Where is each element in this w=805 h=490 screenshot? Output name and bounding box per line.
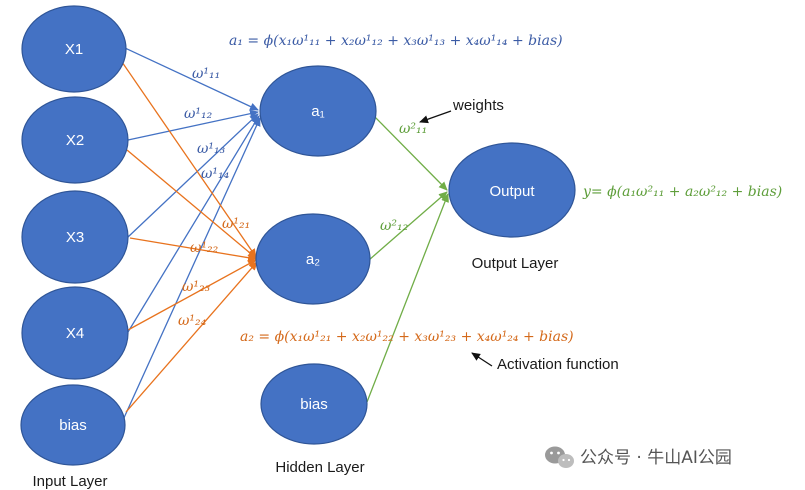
node-bias-input-label: bias	[59, 417, 87, 434]
node-a1-label: a₁	[311, 103, 324, 120]
annotation-weights-arrow	[419, 110, 452, 124]
edge-x2-a1	[127, 109, 259, 141]
edge-x2-a2	[126, 149, 257, 259]
node-x4-label: X4	[66, 325, 84, 342]
weight-w23-1: ω¹₂₃	[182, 279, 211, 295]
edge-a1-output	[372, 114, 448, 191]
weight-w21-1: ω¹₂₁	[222, 216, 250, 232]
annotation-activation: Activation function	[497, 356, 619, 373]
edge-x1-a1	[124, 47, 259, 111]
weight-labels: ω¹₁₁ ω¹₁₂ ω¹₁₃ ω¹₁₄ ω¹₂₁ ω¹₂₂ ω¹₂₃ ω¹₂₄ …	[178, 66, 427, 329]
edge-x1-a2	[121, 61, 257, 258]
weight-w24-1: ω¹₂₄	[178, 313, 207, 329]
equation-y: y= ϕ(a₁ω²₁₁ + a₂ω²₁₂ + bias)	[582, 184, 782, 200]
equation-a1: a₁ = ϕ(x₁ω¹₁₁ + x₂ω¹₁₂ + x₃ω¹₁₃ + x₄ω¹₁₄…	[229, 33, 563, 49]
node-bias-hidden: bias	[260, 363, 368, 445]
wechat-icon	[545, 446, 574, 468]
weight-w13-1: ω¹₁₃	[197, 141, 226, 157]
edges-to-output	[366, 114, 449, 403]
weight-w11-1: ω¹₁₁	[192, 66, 220, 82]
equation-a2: a₂ = ϕ(x₁ω¹₂₁ + x₂ω¹₂₂ + x₃ω¹₂₃ + x₄ω¹₂₄…	[240, 329, 574, 345]
edge-x4-a2	[127, 259, 257, 331]
node-x3: X3	[21, 190, 129, 284]
hidden-layer: a₁ a₂ bias	[255, 65, 377, 445]
weight-w12-1: ω¹₁₂	[184, 106, 213, 122]
edge-x3-a2	[129, 237, 257, 262]
output-layer: Output	[448, 142, 576, 238]
edge-x3-a1	[127, 113, 259, 238]
weight-w11-2: ω²₁₁	[399, 121, 427, 137]
node-x4: X4	[21, 286, 129, 380]
node-output: Output	[448, 142, 576, 238]
node-x1-label: X1	[65, 41, 83, 58]
node-a2: a₂	[255, 213, 371, 305]
node-x2: X2	[21, 96, 129, 184]
edge-x4-a1	[127, 115, 260, 333]
weight-w12-2: ω²₁₂	[380, 218, 409, 234]
edge-bias-a2	[125, 261, 258, 413]
watermark: 公众号 · 牛山AI公园	[545, 446, 732, 468]
node-output-label: Output	[489, 183, 535, 200]
layer-label-output: Output Layer	[472, 255, 559, 272]
edges-to-a1	[122, 47, 261, 421]
node-x3-label: X3	[66, 229, 84, 246]
edge-bias-output	[366, 193, 449, 403]
node-x1: X1	[21, 5, 127, 93]
node-bias-input: bias	[20, 384, 126, 466]
annotation-activation-arrow	[471, 352, 493, 367]
edges-to-a2	[121, 61, 258, 413]
weight-w22-1: ω¹₂₂	[190, 240, 219, 256]
layer-label-hidden: Hidden Layer	[275, 459, 364, 476]
node-a2-label: a₂	[306, 251, 320, 268]
node-bias-hidden-label: bias	[300, 396, 328, 413]
edge-bias-a1	[122, 117, 261, 421]
node-x2-label: X2	[66, 132, 84, 149]
input-layer: X1 X2 X3 X4 bias	[20, 5, 129, 466]
layer-label-input: Input Layer	[32, 473, 107, 490]
edge-a2-output	[368, 191, 448, 261]
weight-w14-1: ω¹₁₄	[201, 166, 230, 182]
watermark-text: 公众号 · 牛山AI公园	[580, 448, 732, 468]
annotation-weights: weights	[452, 97, 504, 114]
node-a1: a₁	[259, 65, 377, 157]
